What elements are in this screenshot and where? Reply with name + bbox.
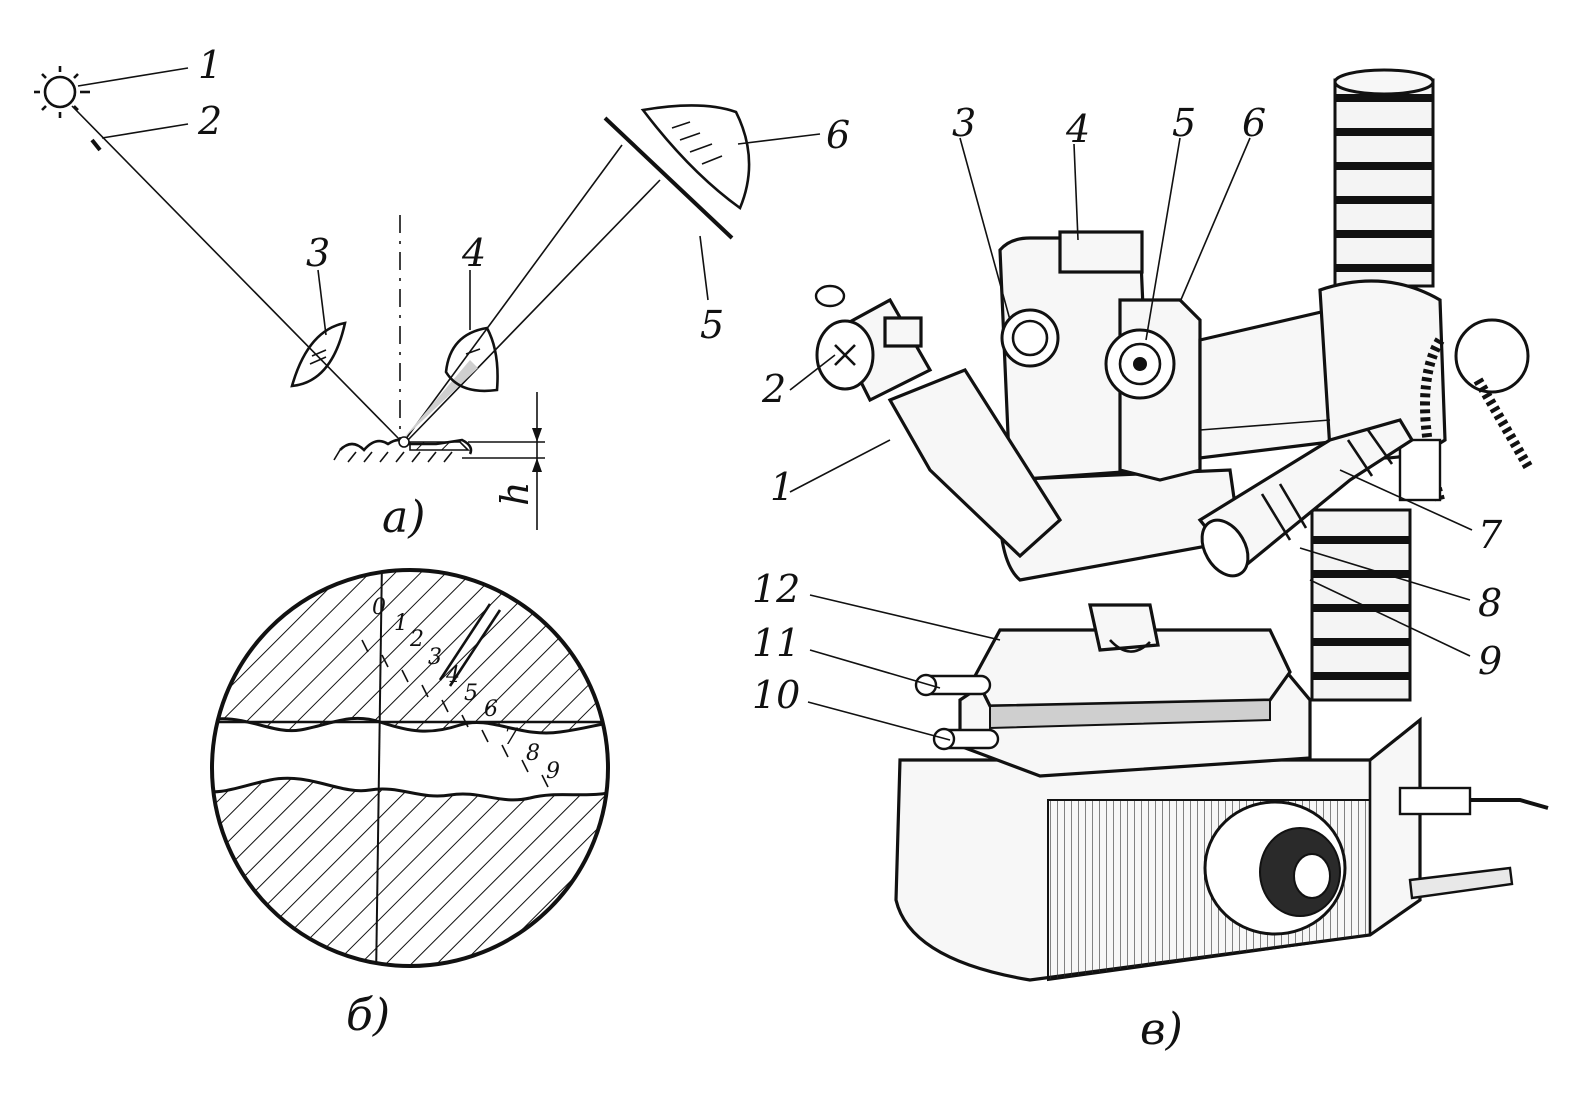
instrument-label-1: 1: [770, 465, 794, 509]
schematic: h 1 2 3 4 5 6 а): [34, 43, 850, 543]
scale-label-9: 9: [546, 759, 560, 784]
scale-label-8: 8: [526, 741, 540, 766]
schematic-label-4: 4: [461, 231, 486, 275]
eyepiece-lens: [640, 104, 751, 211]
scale-label-4: 4: [445, 663, 460, 688]
instrument-label-3: 3: [952, 101, 976, 145]
instrument-label-2: 2: [761, 367, 786, 411]
instrument-label-9: 9: [1478, 639, 1502, 683]
incident-beam: [71, 105, 401, 441]
surface-profile: [333, 436, 473, 463]
caption-b: б): [346, 990, 390, 1041]
instrument-label-12: 12: [752, 567, 800, 611]
caption-c: в): [1140, 1004, 1183, 1055]
schematic-label-5: 5: [700, 303, 724, 347]
schematic-label-1: 1: [198, 43, 222, 87]
eyepiece-view: 0 1 2 3 4 5 6 7 8 9 б): [210, 568, 610, 1041]
slit-mark: [90, 138, 102, 152]
stage: [914, 628, 1312, 778]
beam-cone: [402, 360, 478, 440]
lens-3: [290, 321, 347, 388]
scale-label-2: 2: [409, 627, 424, 652]
instrument-label-10: 10: [752, 673, 800, 717]
scale-label-3: 3: [428, 645, 442, 670]
objectives: [1088, 603, 1160, 653]
lens-4: [444, 326, 499, 393]
reflected-beam-left: [404, 144, 623, 441]
schematic-label-3: 3: [306, 231, 330, 275]
focus-knob: [1398, 318, 1535, 502]
instrument-label-8: 8: [1478, 581, 1502, 625]
eyepiece-tube: [814, 284, 1063, 559]
microscope-head: [997, 230, 1242, 582]
base: [894, 716, 1549, 982]
scale-label-6: 6: [484, 697, 498, 722]
caption-a: а): [382, 492, 425, 543]
scale-label-5: 5: [464, 681, 478, 706]
height-label: h: [493, 482, 537, 506]
scale-label-7: 7: [504, 725, 518, 750]
instrument: 1 2 3 4 5 6 7 8 9 10 11 12 в): [752, 68, 1549, 1055]
light-source-icon: [34, 66, 90, 118]
scale-label-1: 1: [394, 611, 408, 636]
schematic-label-2: 2: [197, 99, 222, 143]
height-dimension: h: [462, 392, 545, 530]
scale-label-0: 0: [372, 595, 386, 620]
arm: [1198, 279, 1447, 460]
instrument-label-4: 4: [1065, 107, 1090, 151]
reflected-beam-right: [407, 179, 661, 441]
instrument-label-6: 6: [1242, 101, 1266, 145]
field-of-view-circle: [210, 568, 610, 968]
instrument-label-7: 7: [1478, 513, 1503, 557]
illumination-tube: [1197, 418, 1415, 578]
instrument-label-5: 5: [1172, 101, 1196, 145]
instrument-label-11: 11: [752, 621, 800, 665]
schematic-label-6: 6: [826, 113, 850, 157]
